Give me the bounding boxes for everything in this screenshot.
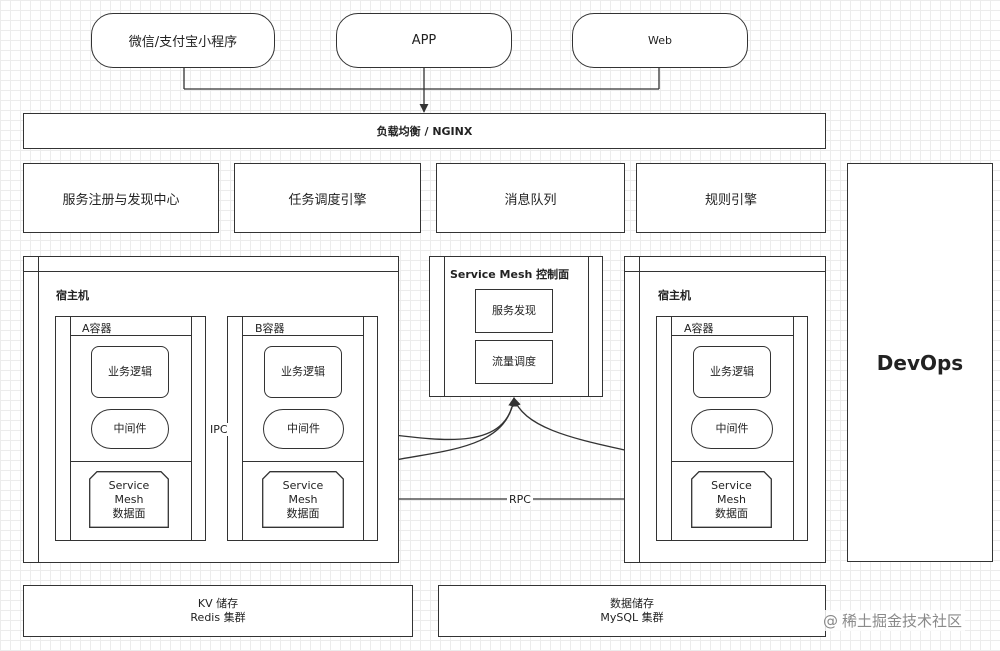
mesh-dataplane-a-left-line1: Service [108,478,150,492]
service-discovery: 服务发现 [475,289,553,333]
traffic-scheduling: 流量调度 [475,340,553,384]
middleware-a-left-label: 中间件 [113,422,147,435]
ipc-label: IPC [208,423,230,436]
middleware-a-right: 中间件 [691,409,773,449]
container-b-left-title: B容器 [255,322,285,335]
business-logic-b-left: 业务逻辑 [264,346,342,398]
client-miniprogram: 微信/支付宝小程序 [91,13,275,68]
watermark: @ 稀土掘金技术社区 [820,610,966,631]
business-logic-a-right-label: 业务逻辑 [710,365,754,378]
at-icon: @ [823,611,838,630]
devops-label: DevOps [876,350,964,375]
mesh-dataplane-a-right-line1: Service [711,478,752,492]
message-queue-label: 消息队列 [504,192,557,208]
traffic-scheduling-label: 流量调度 [492,355,536,368]
mesh-dataplane-a-right: Service Mesh 数据面 [691,471,772,528]
data-storage: 数据储存 MySQL 集群 [438,585,826,637]
middleware-b-left: 中间件 [263,409,344,449]
load-balancer-label: 负载均衡 / NGINX [376,125,473,138]
watermark-text: 稀土掘金技术社区 [842,612,963,630]
kv-storage: KV 储存 Redis 集群 [23,585,413,637]
middleware-a-right-label: 中间件 [715,422,749,435]
control-plane-title: Service Mesh 控制面 [450,268,570,281]
mesh-dataplane-a-left: Service Mesh 数据面 [89,471,169,528]
kv-storage-line2: Redis 集群 [190,611,246,624]
middleware-a-left: 中间件 [91,409,169,449]
mesh-dataplane-b-left-line1: Service [282,478,324,492]
host-left-title: 宿主机 [56,289,89,302]
rule-engine: 规则引擎 [636,163,826,233]
mesh-dataplane-b-left: Service Mesh 数据面 [262,471,344,528]
client-miniprogram-label: 微信/支付宝小程序 [128,35,238,50]
mesh-dataplane-a-left-line3: 数据面 [112,506,146,520]
mesh-dataplane-b-left-line3: 数据面 [286,506,320,520]
devops-panel: DevOps [847,163,993,562]
rule-engine-label: 规则引擎 [704,192,757,208]
kv-storage-line1: KV 储存 [197,597,239,610]
container-a-left-title: A容器 [82,322,112,335]
rpc-label: RPC [507,493,533,506]
data-storage-line2: MySQL 集群 [600,611,664,624]
task-scheduler: 任务调度引擎 [234,163,421,233]
middleware-b-left-label: 中间件 [287,422,320,435]
mesh-dataplane-a-left-line2: Mesh [114,492,144,506]
data-storage-line1: 数据储存 [610,597,654,610]
service-registry: 服务注册与发现中心 [23,163,219,233]
business-logic-a-right: 业务逻辑 [693,346,771,398]
service-registry-label: 服务注册与发现中心 [62,192,180,208]
mesh-dataplane-a-right-line2: Mesh [717,492,746,506]
host-right-title: 宿主机 [658,289,691,302]
client-app-label: APP [411,33,437,48]
client-web-label: Web [648,34,672,47]
business-logic-a-left-label: 业务逻辑 [108,365,152,378]
container-a-right-title: A容器 [684,322,714,335]
mesh-dataplane-b-left-line2: Mesh [288,492,318,506]
task-scheduler-label: 任务调度引擎 [288,192,367,208]
client-web: Web [572,13,748,68]
message-queue: 消息队列 [436,163,625,233]
business-logic-a-left: 业务逻辑 [91,346,169,398]
client-to-lb-connector [183,68,660,113]
load-balancer: 负载均衡 / NGINX [23,113,826,149]
mesh-dataplane-a-right-line3: 数据面 [715,506,748,520]
service-discovery-label: 服务发现 [492,304,536,317]
business-logic-b-left-label: 业务逻辑 [281,365,325,378]
client-app: APP [336,13,512,68]
